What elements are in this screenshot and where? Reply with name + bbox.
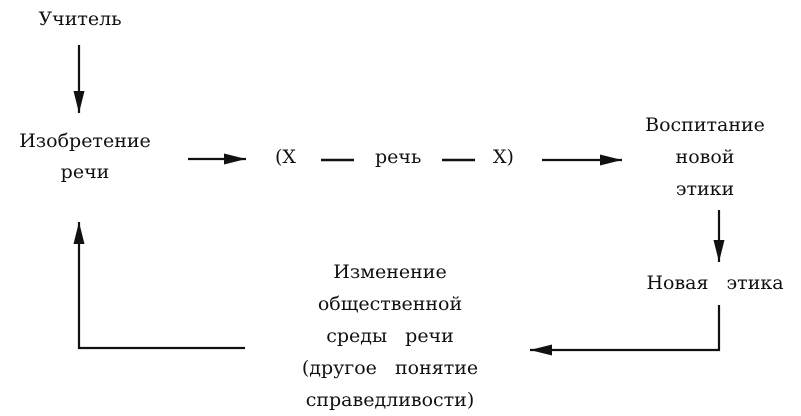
node-new-ethics: Новая этика xyxy=(630,268,800,299)
node-change-line-4: (другое понятие xyxy=(301,357,479,379)
node-speech-invention-line-1: Изобретение xyxy=(19,130,151,152)
formula-left-x: (X xyxy=(275,146,296,168)
node-speech-invention-line-2: речи xyxy=(60,161,110,183)
node-teacher-label: Учитель xyxy=(38,8,122,30)
node-change-line-2: общественной xyxy=(317,293,463,315)
node-formula: (X речь X) xyxy=(272,142,532,173)
node-upbringing-line-3: этики xyxy=(675,178,735,200)
node-speech-environment-change: Изменение общественной среды речи (друго… xyxy=(270,256,510,416)
formula-right-x: X) xyxy=(493,146,514,168)
node-new-ethics-upbringing: Воспитание новой этики xyxy=(625,109,785,205)
node-speech-invention: Изобретение речи xyxy=(0,126,170,188)
arrow-new-ethics-to-change xyxy=(530,305,721,356)
node-change-line-1: Изменение xyxy=(333,261,447,283)
node-teacher: Учитель xyxy=(20,4,140,35)
arrow-change-to-invention xyxy=(73,222,245,350)
formula-speech: речь xyxy=(375,146,422,168)
node-change-line-5: справедливости) xyxy=(305,389,475,411)
node-upbringing-line-2: новой xyxy=(675,146,735,168)
node-upbringing-line-1: Воспитание xyxy=(645,114,765,136)
node-change-line-3: среды речи xyxy=(326,325,454,347)
node-new-ethics-label: Новая этика xyxy=(646,272,784,294)
